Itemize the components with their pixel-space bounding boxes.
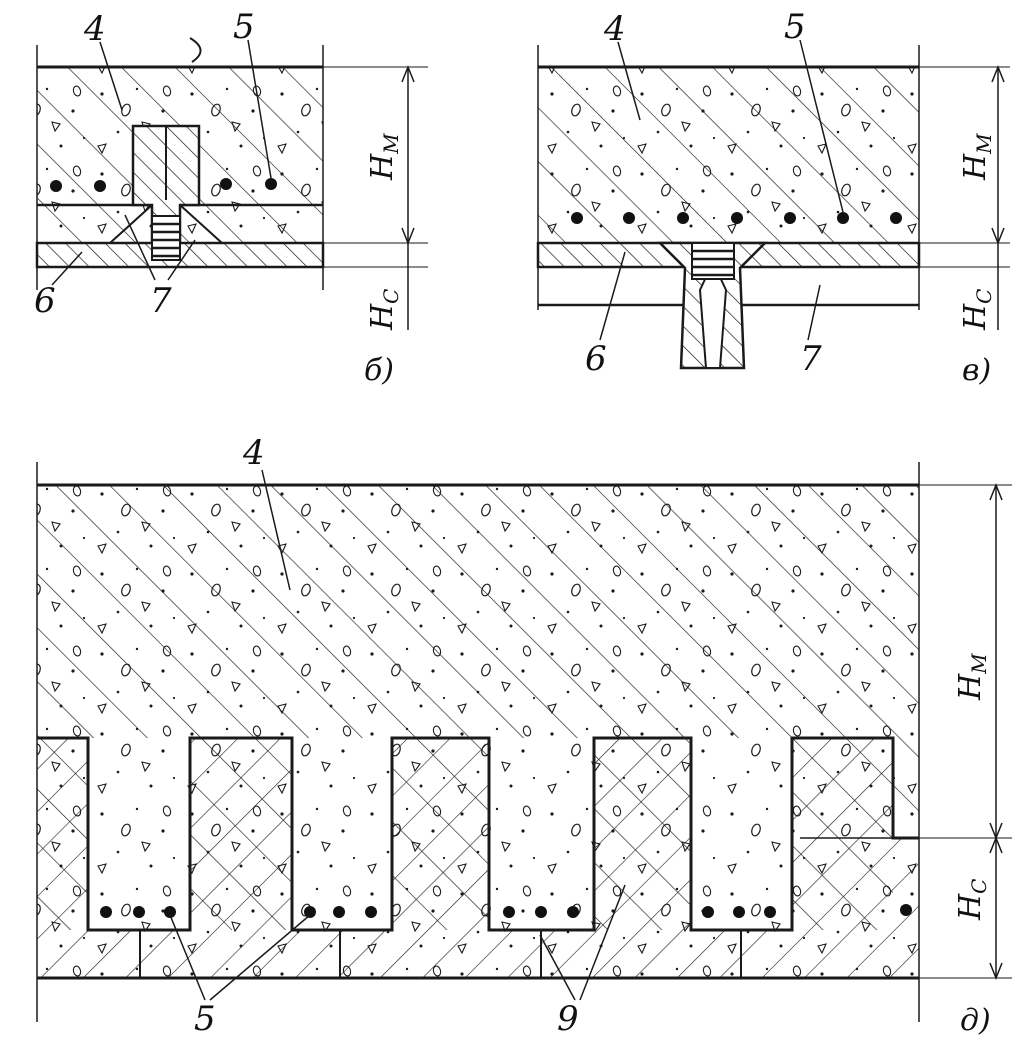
connector-b (109, 124, 223, 261)
dimension-v: HM HC (919, 64, 1010, 331)
dim-hc-b: HC (365, 289, 403, 331)
callout-7-v: 7 (800, 339, 822, 379)
rebar-d (100, 904, 912, 918)
rebar-b (50, 178, 277, 192)
profiled-sheet-d (37, 736, 919, 932)
caption-v: в) (962, 353, 991, 388)
figure-b: 4 5 6 7 HM HC б) (34, 7, 428, 388)
dimension-b: HM HC (323, 64, 428, 331)
dim-hc-v: HC (958, 289, 996, 331)
callout-6-b: 6 (34, 281, 56, 321)
caption-b: б) (364, 353, 394, 388)
callout-5-v: 5 (784, 7, 806, 47)
dim-hm-d: HM (953, 653, 991, 701)
callout-4-v: 4 (603, 9, 626, 49)
callout-6-v: 6 (585, 339, 607, 379)
ribs-d (37, 738, 919, 978)
dim-hm-b: HM (365, 133, 403, 181)
connector-v (656, 241, 769, 370)
caption-d: д) (960, 1003, 991, 1038)
dimension-d: HM HC (919, 482, 1012, 981)
callout-5-b: 5 (233, 7, 255, 47)
callout-5-d: 5 (194, 999, 216, 1039)
callout-7-b: 7 (150, 281, 172, 321)
callout-9-d: 9 (557, 999, 579, 1039)
dim-hm-v: HM (958, 133, 996, 181)
figure-d: 4 5 9 HM HC д) (36, 433, 1012, 1039)
figure-v: 4 5 6 7 HM HC в) (536, 7, 1010, 388)
callout-4-b: 4 (83, 9, 106, 49)
callout-4-d: 4 (242, 433, 265, 473)
dim-hc-d: HC (953, 879, 991, 921)
rebar-v (571, 212, 902, 224)
